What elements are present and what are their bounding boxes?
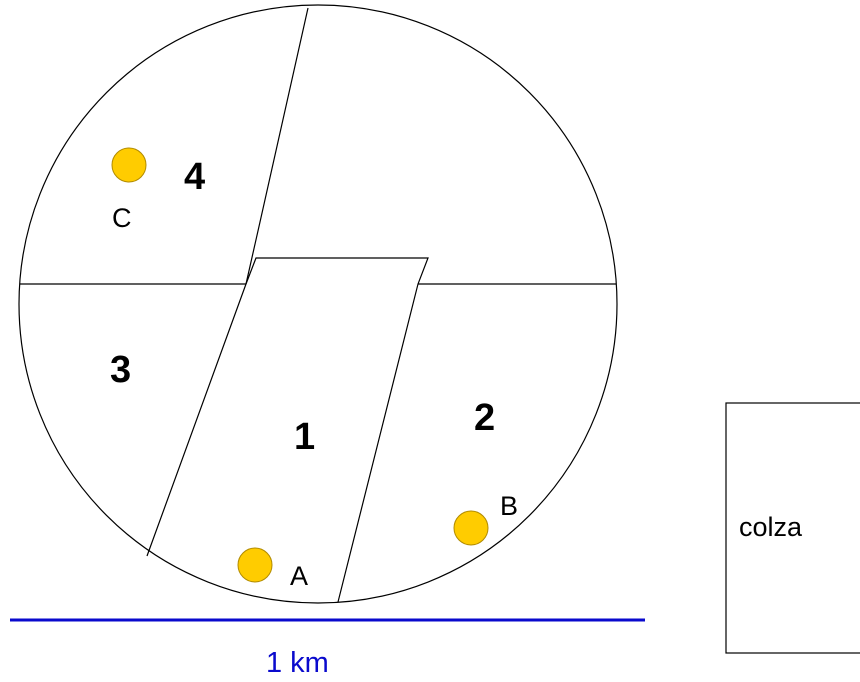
zone-label-2: 2 (474, 397, 495, 439)
divider-upper-diagonal (245, 7, 309, 285)
plot-boundary-circle (18, 4, 618, 604)
zone-label-4: 4 (184, 156, 205, 198)
zone-label-1: 1 (294, 416, 315, 458)
scale-bar-label: 1 km (266, 647, 329, 679)
sampling-point-b-label: B (500, 491, 518, 521)
legend-label: colza (739, 512, 803, 542)
sampling-point-a-marker (237, 547, 273, 583)
sampling-point-b-marker (453, 510, 489, 546)
zone-label-3: 3 (110, 349, 131, 391)
parcel-1-boundary (146, 257, 429, 603)
sampling-point-c-label: C (112, 203, 132, 233)
sampling-point-a-label: A (290, 561, 308, 591)
legend-box (725, 402, 860, 654)
sampling-point-c-marker (111, 147, 147, 183)
